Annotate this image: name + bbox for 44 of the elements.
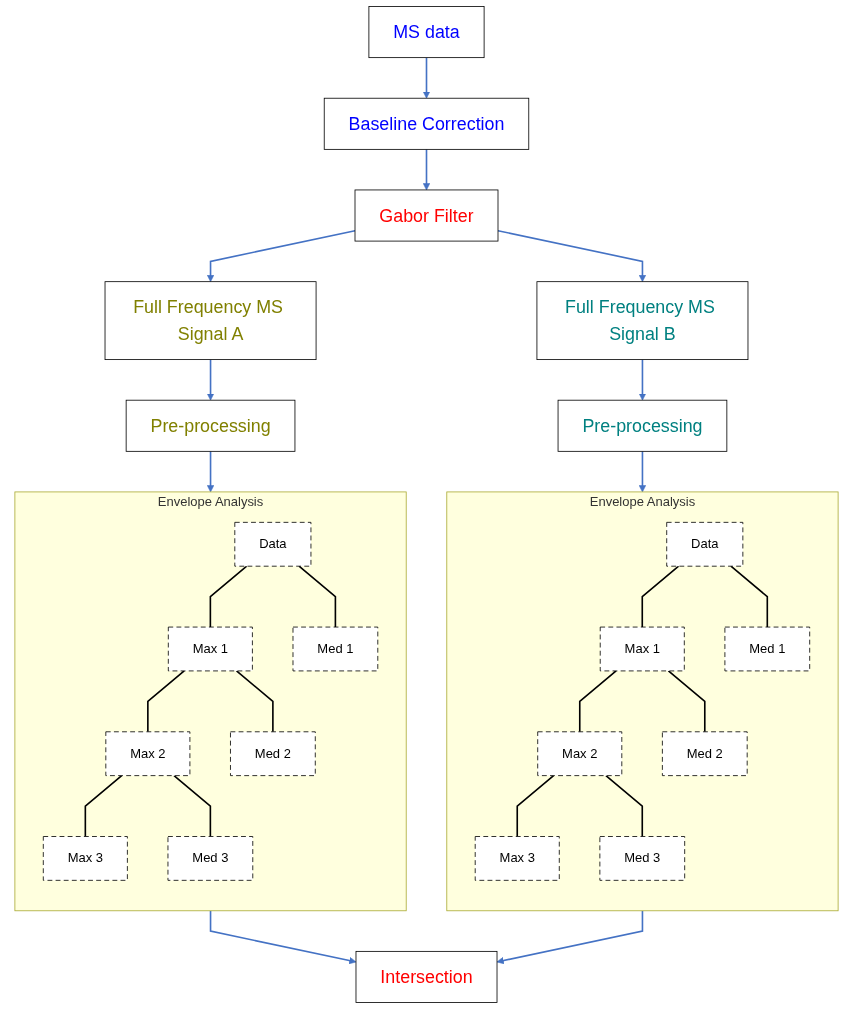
node-box: Gabor Filter xyxy=(354,189,499,242)
node-box: Med 2 xyxy=(662,731,748,777)
node-box: Pre-processing xyxy=(125,399,296,452)
connector xyxy=(667,670,706,733)
connector xyxy=(730,565,769,628)
connector xyxy=(641,565,680,628)
node-box: Baseline Correction xyxy=(323,97,530,150)
connector xyxy=(173,774,212,838)
arrow xyxy=(207,450,215,493)
node-box: Med 1 xyxy=(724,626,811,672)
arrow xyxy=(207,358,215,401)
node-box: Full Frequency MS Signal A xyxy=(104,281,317,360)
arrow xyxy=(638,358,646,401)
node-box: Max 2 xyxy=(105,731,191,777)
node-box: Max 3 xyxy=(42,836,128,881)
arrow xyxy=(422,56,431,99)
node-box: Med 3 xyxy=(599,836,686,881)
node-box: MS data xyxy=(368,6,485,59)
arrow xyxy=(209,909,357,965)
node-box: Med 2 xyxy=(230,731,316,777)
arrow xyxy=(497,229,646,282)
connector xyxy=(84,774,123,838)
connector xyxy=(147,670,185,733)
node-box: Max 1 xyxy=(599,626,685,672)
arrow xyxy=(422,148,431,191)
connector xyxy=(298,565,337,628)
node-box: Intersection xyxy=(355,950,498,1003)
arrow xyxy=(207,229,356,282)
node-box: Full Frequency MS Signal B xyxy=(536,281,749,360)
node-box: Max 3 xyxy=(474,836,560,881)
node-box: Max 1 xyxy=(167,626,253,672)
node-box: Med 1 xyxy=(292,626,379,672)
connector xyxy=(605,774,644,838)
node-box: Data xyxy=(666,521,744,567)
connector xyxy=(516,774,555,838)
node-box: Pre-processing xyxy=(557,399,728,452)
connector xyxy=(235,670,274,733)
connector xyxy=(578,670,617,733)
arrow xyxy=(638,450,646,493)
connector xyxy=(209,565,248,628)
node-box: Max 2 xyxy=(537,731,623,777)
arrow xyxy=(496,909,644,965)
node-box: Data xyxy=(234,521,312,567)
node-box: Med 3 xyxy=(167,836,254,881)
